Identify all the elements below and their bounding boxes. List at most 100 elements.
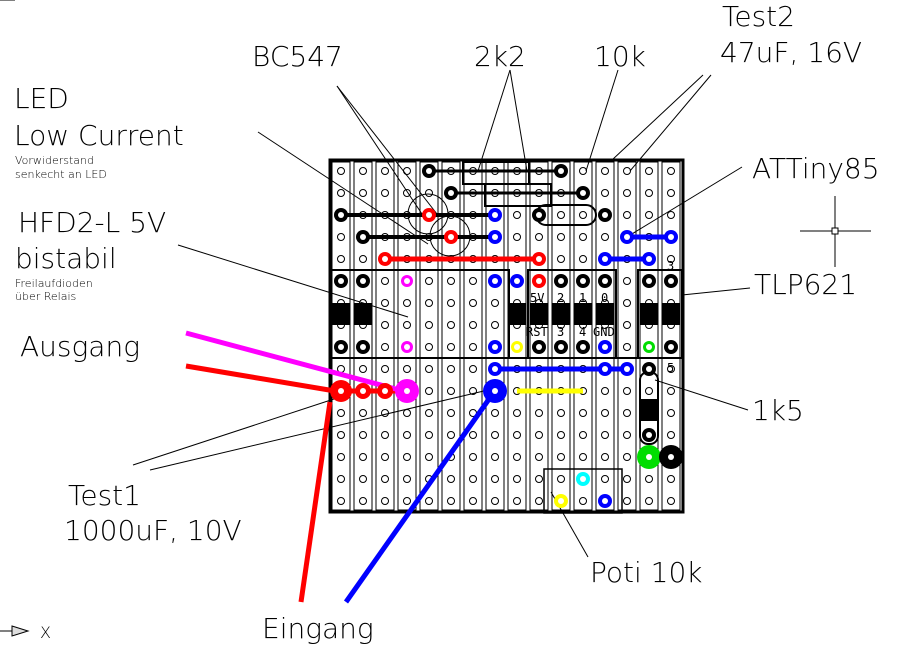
pad-hole [492,278,498,284]
board-hole [667,167,675,175]
copper-strip [573,161,593,511]
board-hole [469,321,477,329]
board-hole [469,343,477,351]
leader-line [336,85,423,215]
pad-hole [624,366,630,372]
pad-led-hole [448,234,454,240]
label-2k2: 2k2 [474,40,526,73]
leader-line [611,74,704,161]
pad-hole [646,366,652,372]
board-hole [381,365,389,373]
board-hole [623,321,631,329]
copper-strip [595,161,615,511]
board-hole [535,453,543,461]
pad-hole [668,454,674,460]
pad-hole [338,212,344,218]
pad-hole [404,278,410,284]
pad-capacitor-test1-hole [338,388,344,394]
pad-hole [668,278,674,284]
board-hole [359,497,367,505]
board-hole [381,431,389,439]
board-hole [667,475,675,483]
board-hole [491,321,499,329]
board-hole [601,387,609,395]
board-hole [645,475,653,483]
board-hole [601,475,609,483]
label-led-note2: senkecht an LED [15,168,107,181]
board-hole [579,409,587,417]
pad-hole [360,388,366,394]
label-ausgang: Ausgang [20,330,140,363]
board-hole [645,167,653,175]
board-hole [447,299,455,307]
board-hole [601,453,609,461]
pad-hole [426,168,432,174]
leader-line [585,69,619,172]
leader-line [477,69,511,172]
board-hole [381,277,389,285]
board-hole [491,409,499,417]
pad-hole [360,278,366,284]
leader-line [654,379,749,411]
pad-hole [646,278,652,284]
label-led-low-current: Low Current [14,119,184,152]
board-hole [623,167,631,175]
board-hole [579,167,587,175]
board-hole [469,475,477,483]
board-hole [337,475,345,483]
pad-poti-wiper-hole [580,476,586,482]
label-tlp621: TLP621 [754,268,857,301]
board-hole [535,233,543,241]
ic-pin-label-gnd: GND [593,325,615,339]
pad-hole [492,366,498,372]
board-hole [491,431,499,439]
board-hole [535,497,543,505]
leader-line [629,74,712,172]
board-hole [601,167,609,175]
board-hole [359,453,367,461]
board-hole [623,343,631,351]
board-hole [667,189,675,197]
board-hole [667,387,675,395]
copper-strip [375,161,395,511]
attiny85-body-segment [574,303,592,325]
board-hole [337,497,345,505]
board-hole [447,475,455,483]
resistor-1k5-body [640,399,658,421]
board-hole [337,453,345,461]
board-hole [557,233,565,241]
leader-line [509,69,528,172]
pad-hole [514,278,520,284]
copper-strip [617,161,637,511]
leader-line [257,131,429,245]
label-led-note1: Vorwiderstand [15,154,94,167]
board-hole [513,475,521,483]
leader-line [149,389,489,471]
board-hole [469,497,477,505]
board-hole [447,409,455,417]
pad-hole [602,344,608,350]
board-hole [359,365,367,373]
board-hole [623,475,631,483]
board-hole [601,189,609,197]
board-hole [425,321,433,329]
board-hole [579,497,587,505]
pad-hole [558,168,564,174]
pad-hole [360,344,366,350]
ic-pin-label-3: 3 [557,325,564,339]
pad-hole [646,454,652,460]
board-hole [601,409,609,417]
board-hole [359,475,367,483]
board-hole [645,497,653,505]
board-hole [645,387,653,395]
pad-hole [536,344,542,350]
board-hole [623,211,631,219]
pad-hole [668,344,674,350]
board-hole [469,453,477,461]
leader-line [336,85,438,215]
copper-strip [661,161,681,511]
board-hole [381,497,389,505]
board-hole [491,453,499,461]
pad-hole [492,344,498,350]
